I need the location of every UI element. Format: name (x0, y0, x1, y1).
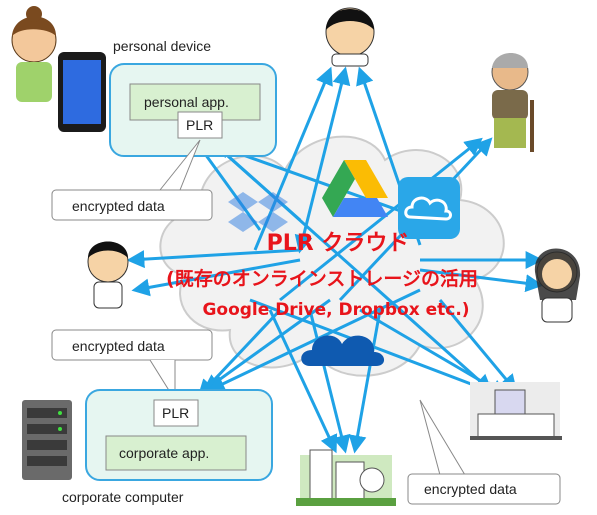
plr-top-label: PLR (186, 117, 213, 133)
cloud-title-line1: PLR クラウド (267, 231, 410, 256)
cloud-title-line3: Google Drive, Dropbox etc.) (202, 300, 469, 320)
encrypted-callout-top: encrypted data (51, 139, 213, 221)
corporate-computer-label: corporate computer (62, 489, 184, 505)
dropbox-icon (228, 192, 288, 232)
cloud-service-icon (398, 177, 460, 239)
encrypted-callout-right: encrypted data (407, 399, 561, 505)
arrow (268, 309, 338, 454)
arrow (131, 258, 301, 297)
cloud-title-line2: (既存のオンラインストレージの活用 (166, 267, 478, 290)
arrow (419, 268, 544, 293)
encrypted-callout-left: encrypted data (51, 329, 213, 402)
server-icon (22, 400, 72, 480)
corporate-app-label: corporate app. (119, 445, 209, 461)
google-drive-icon (322, 160, 388, 217)
cloud-title: PLR クラウド (既存のオンラインストレージの活用 Google Drive,… (166, 231, 478, 320)
arrow (438, 299, 518, 393)
personal-device-label: personal device (113, 38, 211, 54)
encrypted-top-label: encrypted data (72, 198, 165, 214)
office-building-icon (296, 449, 396, 506)
arrow (126, 248, 301, 269)
personal-app-label: personal app. (144, 94, 229, 110)
arrow (249, 298, 504, 399)
person-woman-icon (534, 248, 581, 323)
arrow (294, 66, 351, 254)
person-girl-icon (11, 6, 57, 102)
arrow (308, 309, 351, 454)
hospital-icon (470, 382, 562, 440)
smartphone-icon (58, 52, 106, 132)
plr-bottom-label: PLR (162, 405, 189, 421)
encrypted-left-label: encrypted data (72, 338, 165, 354)
person-boy-icon (87, 241, 129, 309)
elderly-person-icon (491, 53, 534, 152)
personal-device-panel: personal device personal app. PLR (109, 38, 277, 157)
onedrive-icon (301, 335, 385, 366)
arrow (279, 137, 483, 302)
corporate-computer-panel: PLR corporate app. corporate computer (62, 389, 273, 505)
arrow (348, 309, 382, 454)
encrypted-right-label: encrypted data (424, 481, 517, 497)
arrow (209, 138, 493, 393)
arrow (206, 288, 421, 392)
person-top-icon (325, 7, 375, 67)
arrow (202, 298, 331, 393)
